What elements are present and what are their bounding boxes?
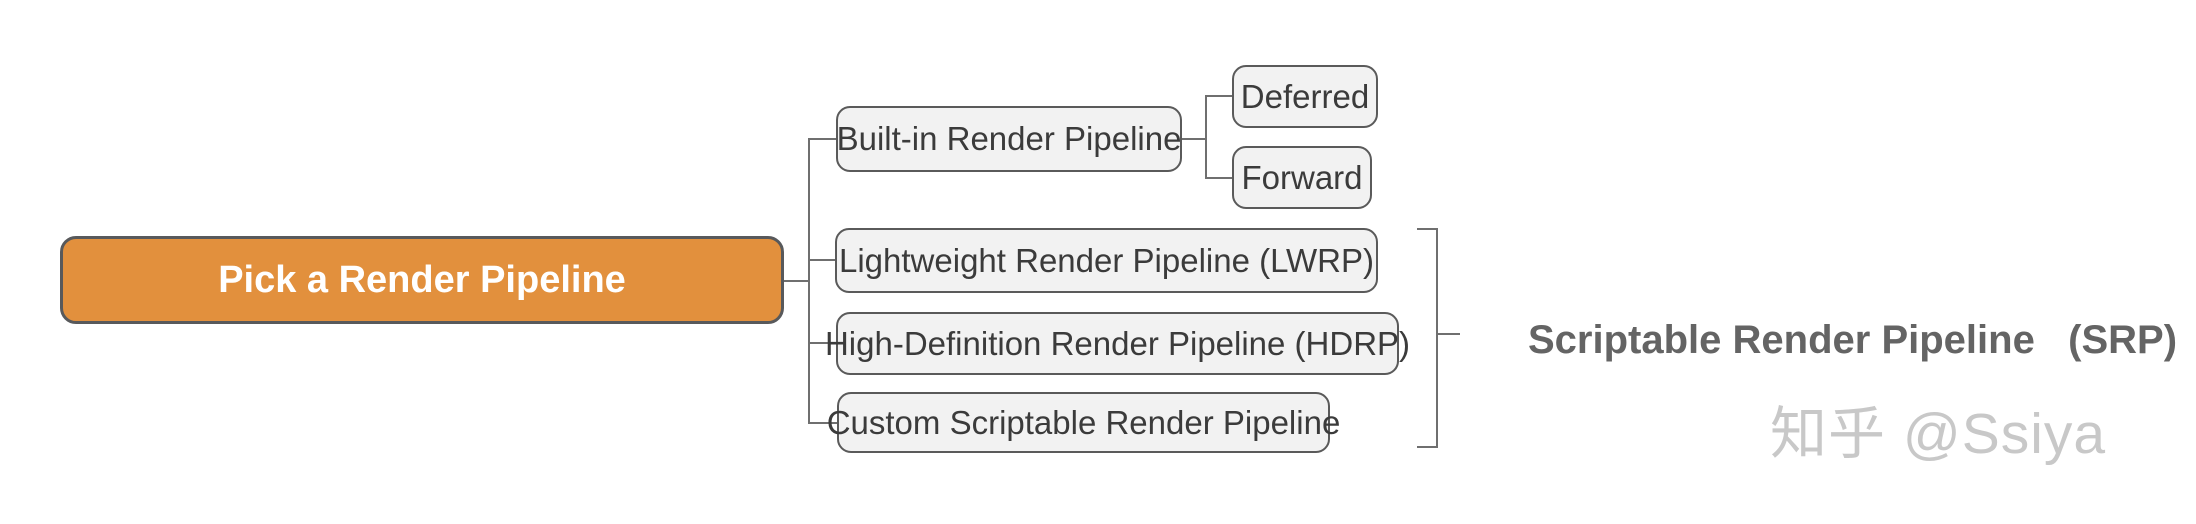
connector-trunk [808, 138, 810, 424]
node-high-definition-render-pipeline: High-Definition Render Pipeline (HDRP) [825, 312, 1410, 375]
srp-group-label: Scriptable Render Pipeline (SRP) [1528, 318, 2178, 362]
node-forward-label: Forward [1241, 158, 1363, 196]
node-lightweight-render-pipeline-label: Lightweight Render Pipeline (LWRP) [839, 241, 1374, 279]
node-custom-scriptable-render-pipeline-label: Custom Scriptable Render Pipeline [826, 403, 1341, 441]
connector-stub-deferred [1205, 95, 1232, 97]
node-custom-scriptable-render-pipeline: Custom Scriptable Render Pipeline [827, 392, 1340, 453]
watermark: 知乎 @Ssiya [1770, 402, 2107, 466]
node-deferred: Deferred [1232, 65, 1378, 128]
node-forward: Forward [1232, 146, 1372, 209]
node-lightweight-render-pipeline: Lightweight Render Pipeline (LWRP) [835, 228, 1378, 293]
node-deferred-label: Deferred [1240, 77, 1370, 115]
connector-stub-lwrp [808, 259, 835, 261]
connector-fork [1205, 95, 1207, 179]
node-pick-a-render-pipeline: Pick a Render Pipeline [60, 236, 784, 324]
srp-group-bracket-label-tick [1438, 333, 1460, 335]
node-built-in-render-pipeline: Built-in Render Pipeline [836, 106, 1182, 172]
connector-stub-forward [1205, 177, 1232, 179]
connector-root-to-trunk [784, 280, 810, 282]
node-pick-a-render-pipeline-label: Pick a Render Pipeline [218, 258, 626, 301]
srp-group-bracket-vertical [1436, 228, 1438, 448]
connector-builtin-to-fork [1182, 138, 1206, 140]
connector-stub-hdrp [808, 342, 836, 344]
connector-stub-custom [808, 422, 837, 424]
node-high-definition-render-pipeline-label: High-Definition Render Pipeline (HDRP) [824, 324, 1411, 362]
connector-stub-builtin [808, 138, 836, 140]
srp-group-bracket-top-arm [1417, 228, 1438, 230]
srp-group-bracket-bottom-arm [1417, 446, 1438, 448]
node-built-in-render-pipeline-label: Built-in Render Pipeline [836, 120, 1182, 157]
